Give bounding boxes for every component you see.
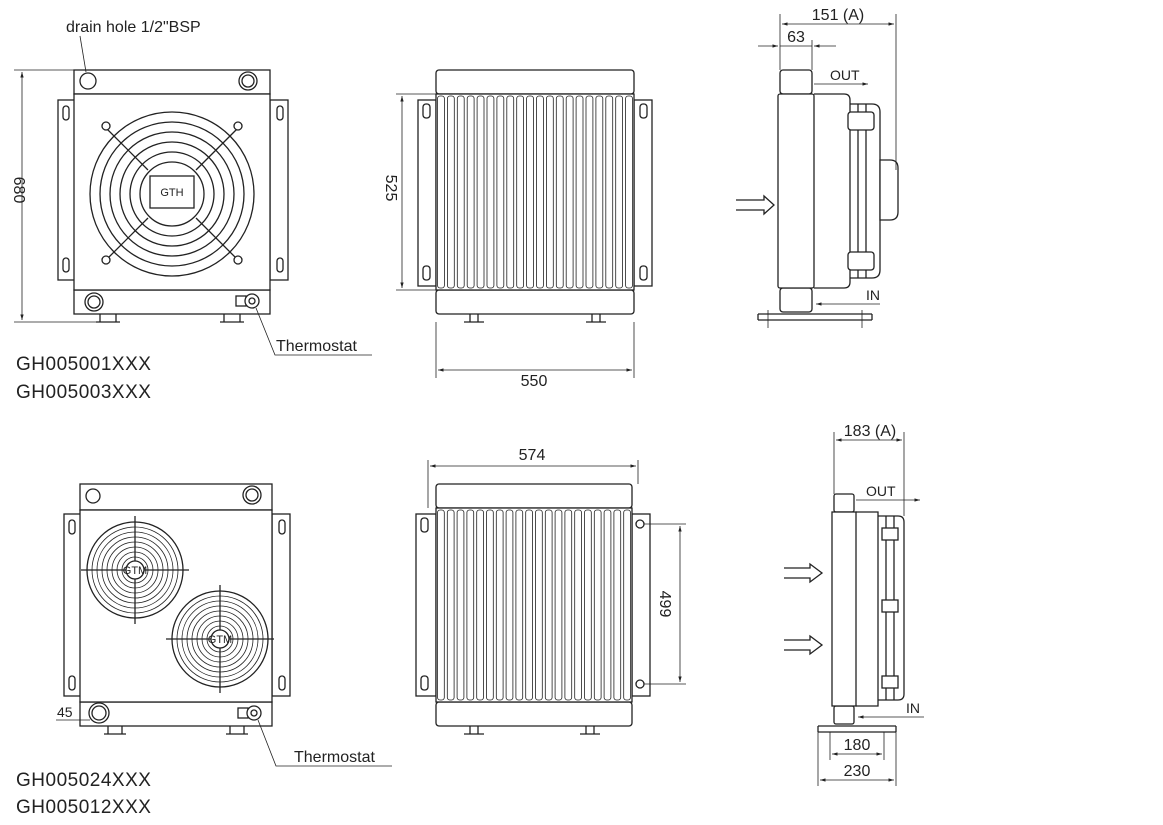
- cooling-fins: [435, 93, 635, 291]
- model-code-2: GH005003XXX: [16, 382, 151, 403]
- offset-dimension-45: 45: [57, 704, 73, 720]
- airflow-arrow: [784, 634, 824, 656]
- fan-logo-1: GTM: [123, 565, 147, 577]
- cooler-body: [79, 509, 273, 703]
- bracket-slot: [62, 257, 70, 273]
- core-bottom-tank: [435, 289, 635, 315]
- depth-dimension-151A: 151 (A): [812, 7, 864, 24]
- top-tank: [79, 483, 273, 511]
- model-code-4: GH005012XXX: [16, 797, 151, 818]
- core-top-tank: [435, 69, 635, 95]
- thermostat-icon: [246, 705, 262, 721]
- drain-hole: [79, 72, 97, 90]
- top-port: [238, 71, 258, 91]
- left-mounting-bracket: [63, 513, 83, 697]
- base-dimension-230: 230: [844, 763, 871, 780]
- airflow-arrow: [736, 194, 775, 216]
- core-height-dimension-499: 499: [656, 591, 673, 618]
- in-port-label: IN: [906, 700, 920, 716]
- right-mounting-bracket: [271, 513, 291, 697]
- airflow-arrow: [784, 562, 824, 584]
- top-tank: [73, 69, 271, 95]
- core-view-top: 525 550: [382, 69, 653, 390]
- bottom-port: [84, 292, 104, 312]
- thermostat-icon: [244, 293, 260, 309]
- thermostat-label: Thermostat: [276, 338, 357, 355]
- core-width-dimension-574: 574: [519, 447, 546, 464]
- core-right-bracket: [633, 99, 653, 287]
- height-dimension-680: 680: [10, 177, 27, 204]
- side-view-bottom: OUT IN 183 (A) 180 230: [784, 423, 924, 786]
- core-view-bottom: 574 499: [415, 447, 686, 735]
- side-core: [831, 511, 857, 707]
- model-code-1: GH005001XXX: [16, 354, 151, 375]
- fan-guard: GTH: [89, 111, 255, 277]
- core-left-bracket: [417, 99, 437, 287]
- out-port-label: OUT: [866, 483, 896, 499]
- front-view-twin-fan: GTM GTM Thermostat 45: [56, 483, 392, 767]
- fan-motor: [879, 159, 899, 221]
- core-width-dimension-550: 550: [521, 373, 548, 390]
- depth-dimension-183A: 183 (A): [844, 423, 896, 440]
- cooling-fins: [435, 507, 633, 703]
- out-port-label: OUT: [830, 67, 860, 83]
- fan-guard-2: [166, 585, 274, 693]
- base-dimension-180: 180: [844, 737, 871, 754]
- fan-motor-hub: [149, 175, 195, 209]
- front-view-single-fan: GTH drain hole 1/2"BSP Thermostat 680: [10, 19, 372, 356]
- side-core: [777, 93, 815, 289]
- drain-hole: [85, 488, 101, 504]
- bracket-slot: [276, 105, 284, 121]
- bracket-slot: [62, 105, 70, 121]
- side-view-top: OUT IN 151 (A) 63: [736, 7, 899, 328]
- right-mounting-bracket: [269, 99, 289, 281]
- fan-logo-2: GTM: [208, 634, 232, 646]
- core-height-dimension-525: 525: [382, 175, 399, 202]
- fan-logo: GTH: [160, 187, 183, 199]
- fan-guard-1: [81, 516, 189, 624]
- model-code-3: GH005024XXX: [16, 770, 151, 791]
- in-port-label: IN: [866, 287, 880, 303]
- drain-hole-label: drain hole 1/2"BSP: [66, 19, 201, 36]
- bracket-slot: [276, 257, 284, 273]
- offset-dimension-63: 63: [787, 29, 805, 46]
- left-mounting-bracket: [57, 99, 77, 281]
- thermostat-label: Thermostat: [294, 749, 375, 766]
